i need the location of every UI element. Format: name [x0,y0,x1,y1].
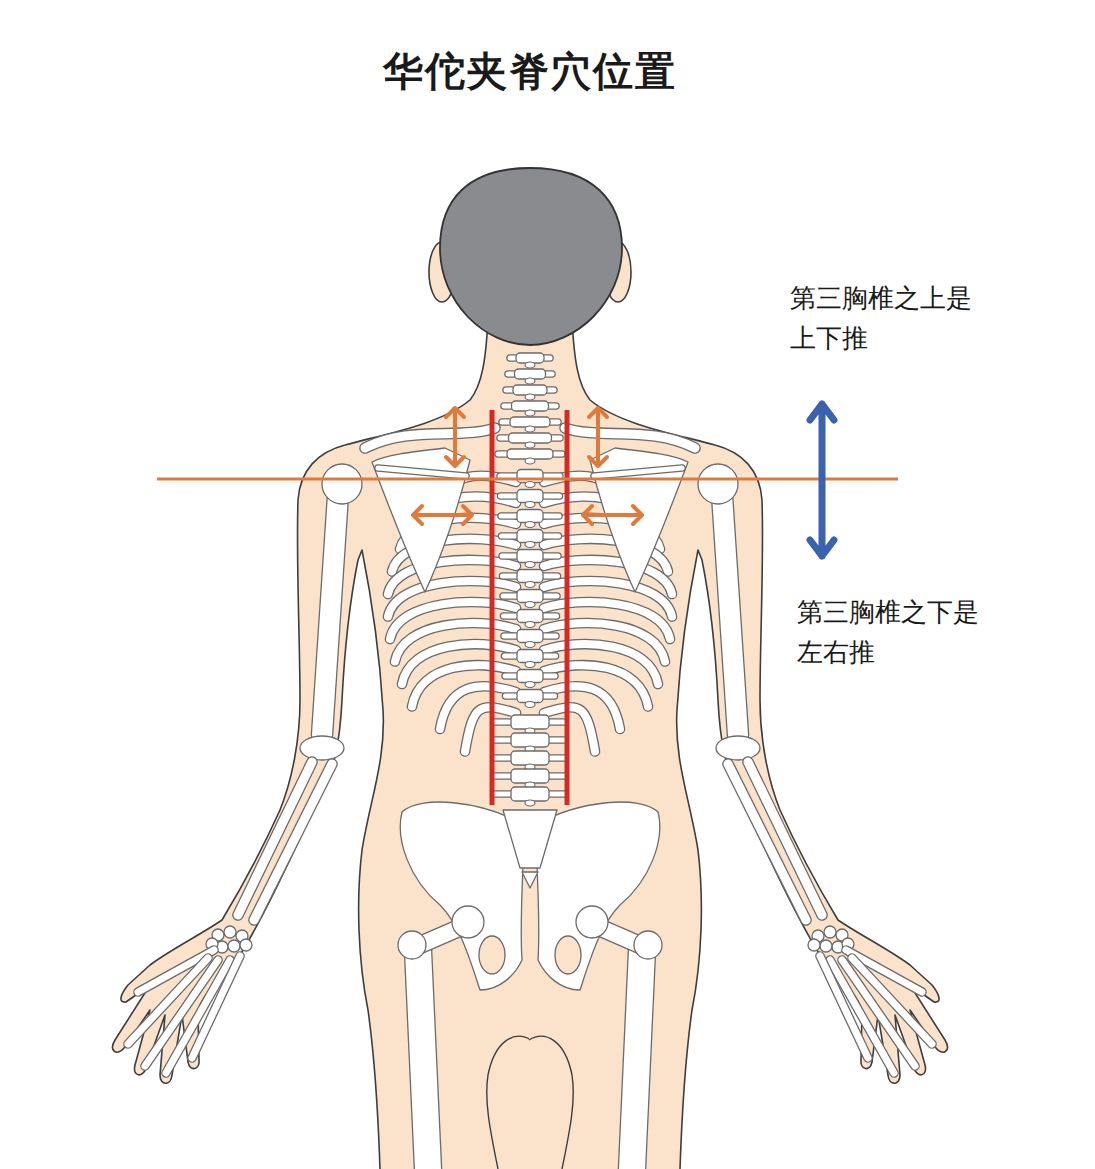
spinous-process [525,542,535,548]
note-label: 第三胸椎之下是 左右推 [797,592,1002,672]
blue-arrow [810,404,834,556]
spinous-process [525,426,535,432]
jiaji-line [565,410,570,805]
vertebra [517,470,543,483]
vertebra [517,570,543,583]
spinous-process [525,582,535,588]
spinous-process [525,410,535,416]
vertebra [517,510,543,523]
updown-arrow [446,408,464,466]
spinous-process [525,602,535,608]
skeleton-right [535,428,932,1169]
sacrum [503,810,557,868]
spinous-process [525,458,535,464]
jiaji-lines [492,410,567,805]
vertebra [511,733,549,747]
spinous-process [525,502,535,508]
spinous-process [525,482,535,488]
spinous-process [525,702,535,708]
skeleton-left [128,428,525,1169]
updown-arrow [589,408,607,466]
spine [495,353,565,888]
body-right [529,242,947,1169]
spinous-process [525,800,535,806]
spinous-process [525,522,535,528]
note-label: 第三胸椎之上是 上下推 [790,278,995,358]
spinous-process [525,682,535,688]
vertebra [517,670,543,683]
vertebra [517,630,543,643]
spinous-process [525,378,535,384]
vertebra [511,769,549,783]
vertebra [517,590,543,603]
spinous-process [525,442,535,448]
vertebra [511,751,549,765]
spinous-process [525,394,535,400]
spinous-process [525,362,535,368]
vertebra [517,610,543,623]
spinous-process [525,662,535,668]
vertebra [517,550,543,563]
coccyx [522,872,538,888]
body-left [113,242,531,1169]
vertebra [517,650,543,663]
leftright-arrow [413,506,472,524]
leftright-arrow [583,506,642,524]
head [440,168,622,345]
spinous-process [525,642,535,648]
jiaji-line [490,410,495,805]
vertebra [517,490,543,503]
vertebra [511,715,549,729]
vertebra [517,530,543,543]
t3-level-line [157,478,898,481]
orange-arrows [413,408,642,524]
vertebra [517,690,543,703]
spinous-process [525,622,535,628]
spinous-process [525,562,535,568]
title: 华佗夹脊穴位置 [0,44,1060,99]
vertebra [511,787,549,801]
